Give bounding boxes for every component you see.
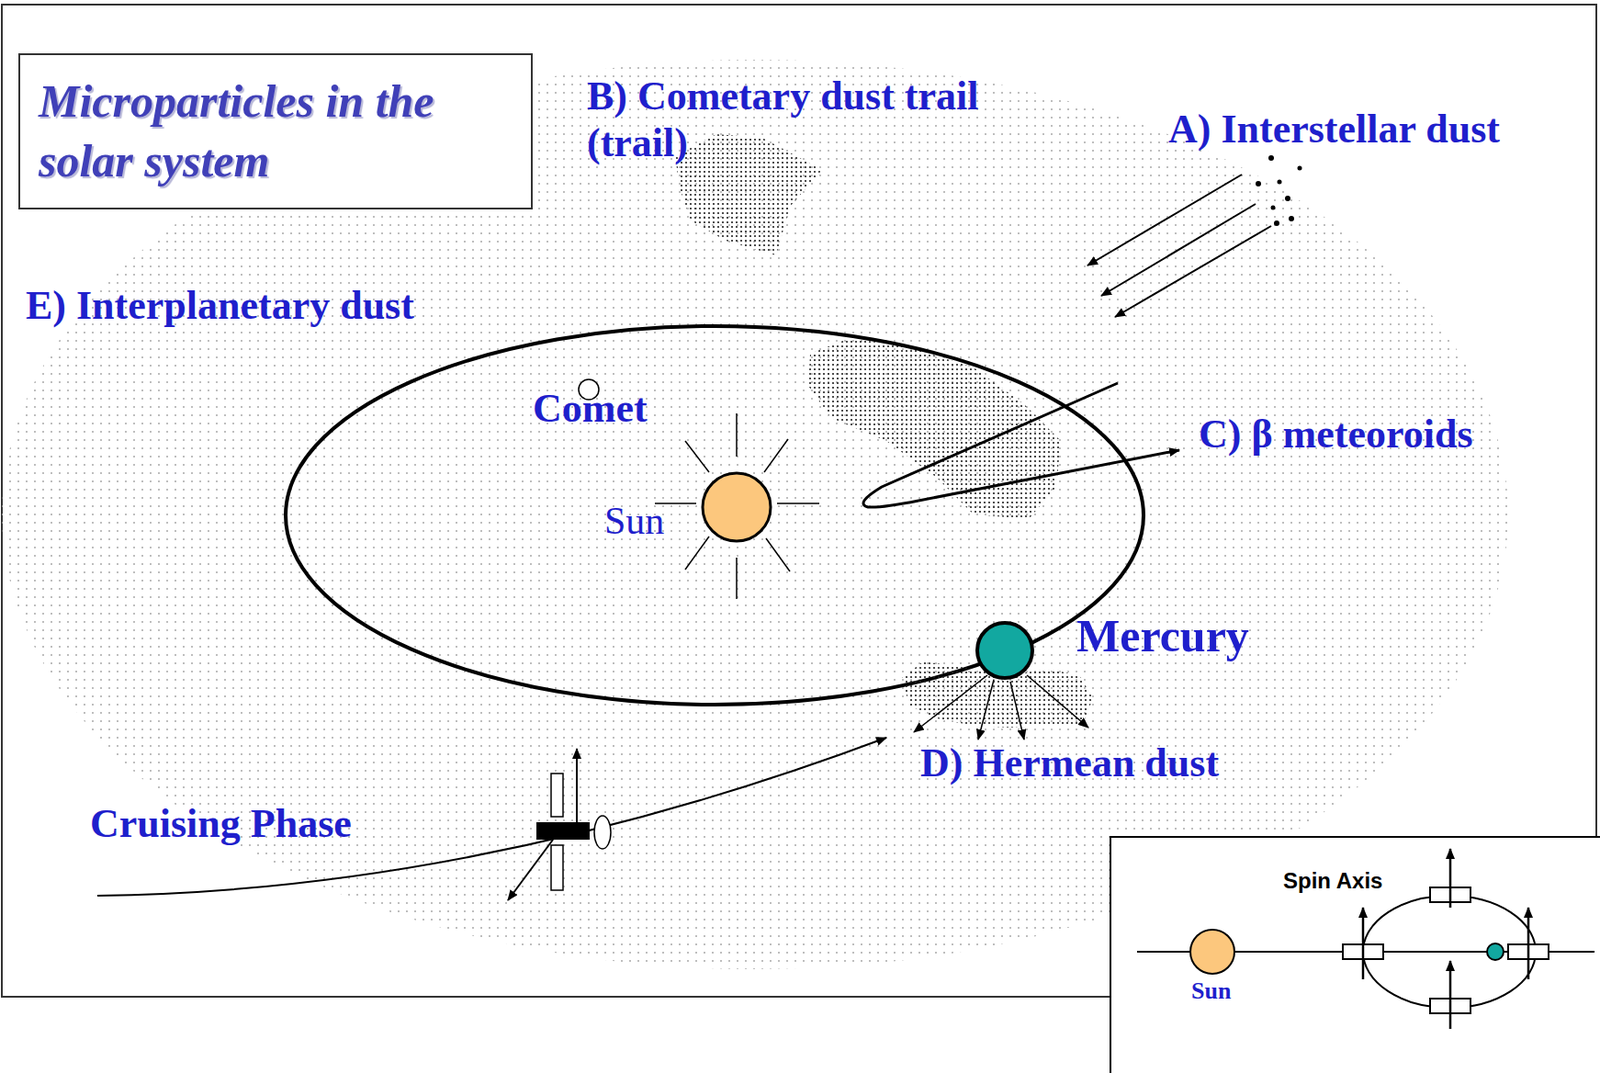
trail-label: B) Cometary dust trail (trail) [586, 73, 1065, 167]
interstellar-label: A) Interstellar dust [1168, 106, 1500, 154]
sun-rays [654, 413, 820, 599]
mercury [977, 622, 1033, 678]
hermean-label: D) Hermean dust [920, 740, 1219, 788]
beta-meteoroid-arrow [918, 450, 1180, 501]
interplanetary-label: E) Interplanetary dust [25, 282, 415, 330]
spin-axis-label: Spin Axis [1283, 867, 1383, 894]
beta-meteoroid-label: C) β meteoroids [1198, 411, 1474, 459]
spacecraft [507, 748, 611, 901]
mercury-label: Mercury [1076, 609, 1250, 664]
orbit [285, 326, 1144, 705]
title-box: Microparticles in the solar system [18, 53, 533, 210]
comet-tail [863, 383, 1118, 508]
inset-sun-label: Sun [1191, 977, 1231, 1005]
interstellar-dust [1255, 155, 1303, 226]
title: Microparticles in the solar system [38, 71, 471, 192]
sun-label: Sun [604, 498, 665, 543]
spin-axis-inset [1110, 836, 1600, 1073]
comet-label: Comet [532, 385, 648, 433]
hermean-dust-arrows [913, 675, 1089, 740]
cruise-label: Cruising Phase [90, 800, 352, 848]
cometary-trail [675, 134, 823, 256]
comet-dust-patch [808, 338, 1061, 519]
sun [702, 473, 771, 541]
interstellar-flow-arrows [1087, 174, 1272, 317]
